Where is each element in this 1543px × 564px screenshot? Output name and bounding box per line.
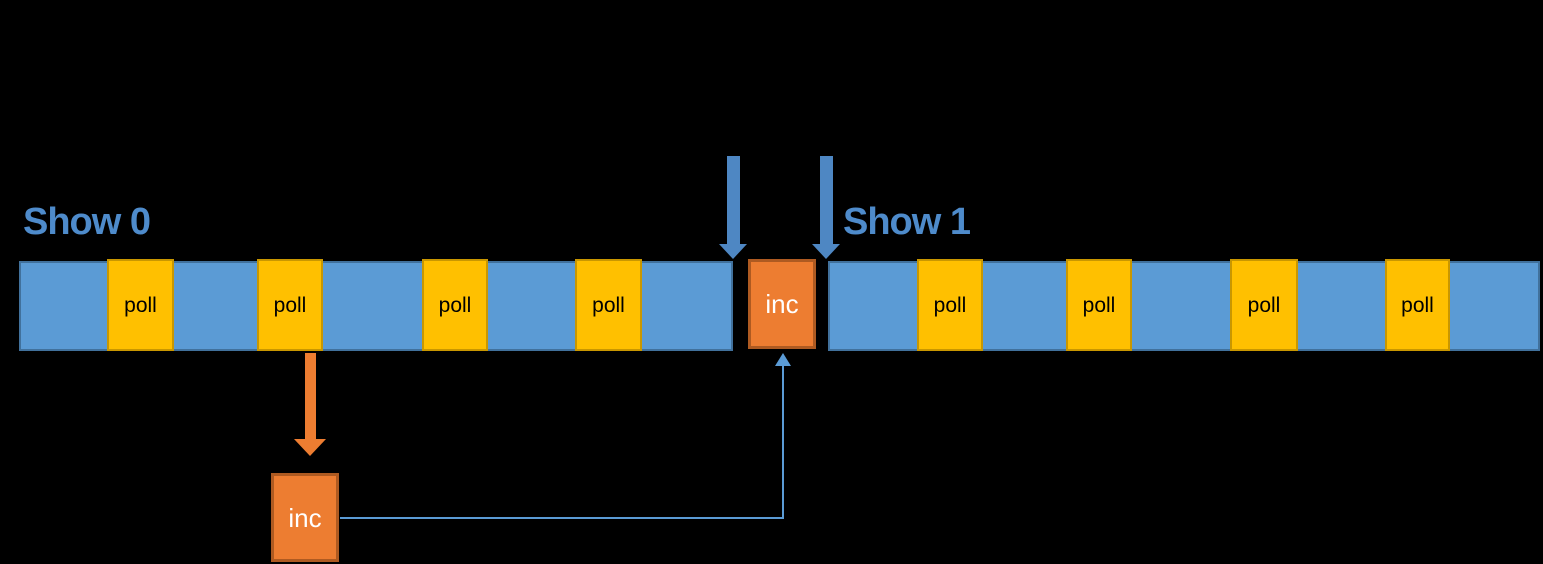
poll-label: poll — [1401, 293, 1434, 317]
poll-label: poll — [933, 293, 967, 317]
deferred-inc-block: inc — [271, 473, 339, 562]
poll-label: poll — [592, 293, 625, 317]
poll-label: poll — [124, 293, 157, 317]
poll-block: poll — [575, 259, 642, 351]
show1-start-arrow-icon — [819, 156, 833, 244]
poll-block: poll — [257, 259, 323, 351]
poll-label: poll — [273, 293, 307, 317]
show1-label: Show 1 — [843, 201, 971, 243]
show0-end-arrow-icon — [726, 156, 740, 244]
inc-label: inc — [288, 502, 322, 533]
inc-label: inc — [765, 289, 799, 319]
deferred-inc-return-connector-arrowhead-icon — [775, 353, 791, 366]
deferred-inc-return-connector-horizontal — [340, 517, 784, 519]
poll-to-inc-arrow-icon — [304, 353, 316, 439]
poll-block: poll — [1385, 259, 1450, 351]
poll-block: poll — [917, 259, 983, 351]
poll-block: poll — [1230, 259, 1298, 351]
poll-block: poll — [107, 259, 174, 351]
show0-end-arrow-icon-head — [719, 244, 747, 259]
poll-block: poll — [422, 259, 488, 351]
poll-to-inc-arrow-icon-head — [293, 439, 326, 456]
poll-label: poll — [1082, 293, 1116, 317]
poll-label: poll — [1247, 293, 1281, 317]
poll-label: poll — [438, 293, 472, 317]
show0-label: Show 0 — [23, 201, 151, 243]
poll-block: poll — [1066, 259, 1132, 351]
show1-start-arrow-icon-head — [812, 244, 840, 259]
inline-inc-block: inc — [748, 259, 816, 349]
deferred-inc-return-connector-vertical — [782, 366, 784, 519]
